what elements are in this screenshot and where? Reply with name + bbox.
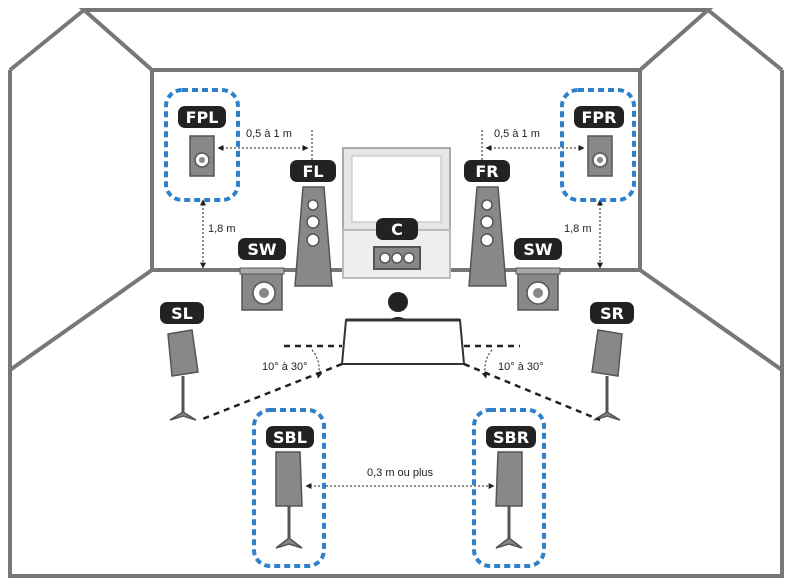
front-right-speaker — [468, 186, 507, 287]
label-sl: SL — [160, 302, 204, 324]
surround-back-left-speaker — [275, 451, 303, 549]
dim-fpl-gap: 0,5 à 1 m — [246, 128, 292, 140]
svg-text:SW: SW — [523, 240, 553, 259]
label-c: C — [376, 218, 418, 240]
subwoofer-right — [515, 267, 561, 311]
subwoofer-left — [239, 267, 285, 311]
label-fr: FR — [464, 160, 510, 182]
svg-text:SBR: SBR — [493, 428, 529, 447]
highlight-sbr — [472, 408, 546, 568]
svg-text:SL: SL — [171, 304, 193, 323]
room-outline — [8, 8, 784, 578]
surround-left-speaker — [167, 329, 199, 421]
listener-sofa — [340, 292, 466, 365]
dim-fpr-gap: 0,5 à 1 m — [494, 128, 540, 140]
dim-height-left: 1,8 m — [208, 223, 236, 235]
highlight-fpr — [560, 88, 636, 202]
dimension-labels: 0,5 à 1 m 0,5 à 1 m 1,8 m 1,8 m 10° à 30… — [208, 128, 592, 479]
center-speaker — [373, 246, 421, 270]
label-fl: FL — [290, 160, 336, 182]
label-fpl: FPL — [178, 106, 226, 128]
label-sw-left: SW — [238, 238, 286, 260]
svg-text:SW: SW — [247, 240, 277, 259]
front-presence-left-speaker — [189, 135, 215, 177]
front-left-speaker — [294, 186, 333, 287]
dim-sb-gap: 0,3 m ou plus — [367, 467, 434, 479]
surround-right-speaker — [591, 329, 623, 421]
dim-angle-right: 10° à 30° — [498, 361, 544, 373]
dimension-arrows — [200, 130, 603, 489]
highlight-fpl — [164, 88, 240, 202]
dim-angle-left: 10° à 30° — [262, 361, 308, 373]
highlight-boxes — [164, 88, 636, 568]
label-sbl: SBL — [266, 426, 314, 448]
front-presence-right-speaker — [587, 135, 613, 177]
label-sbr: SBR — [486, 426, 536, 448]
highlight-sbl — [252, 408, 326, 568]
svg-text:SBL: SBL — [273, 428, 307, 447]
label-sr: SR — [590, 302, 634, 324]
svg-text:SR: SR — [600, 304, 624, 323]
speaker-labels: FPL FPR FL FR C SW SW SL — [160, 106, 634, 448]
svg-text:FL: FL — [302, 162, 323, 181]
dim-height-right: 1,8 m — [564, 223, 592, 235]
svg-text:FPR: FPR — [582, 108, 617, 127]
svg-text:FR: FR — [475, 162, 498, 181]
svg-text:C: C — [391, 220, 403, 239]
svg-text:FPL: FPL — [186, 108, 219, 127]
label-fpr: FPR — [574, 106, 624, 128]
surround-back-right-speaker — [495, 451, 523, 549]
label-sw-right: SW — [514, 238, 562, 260]
